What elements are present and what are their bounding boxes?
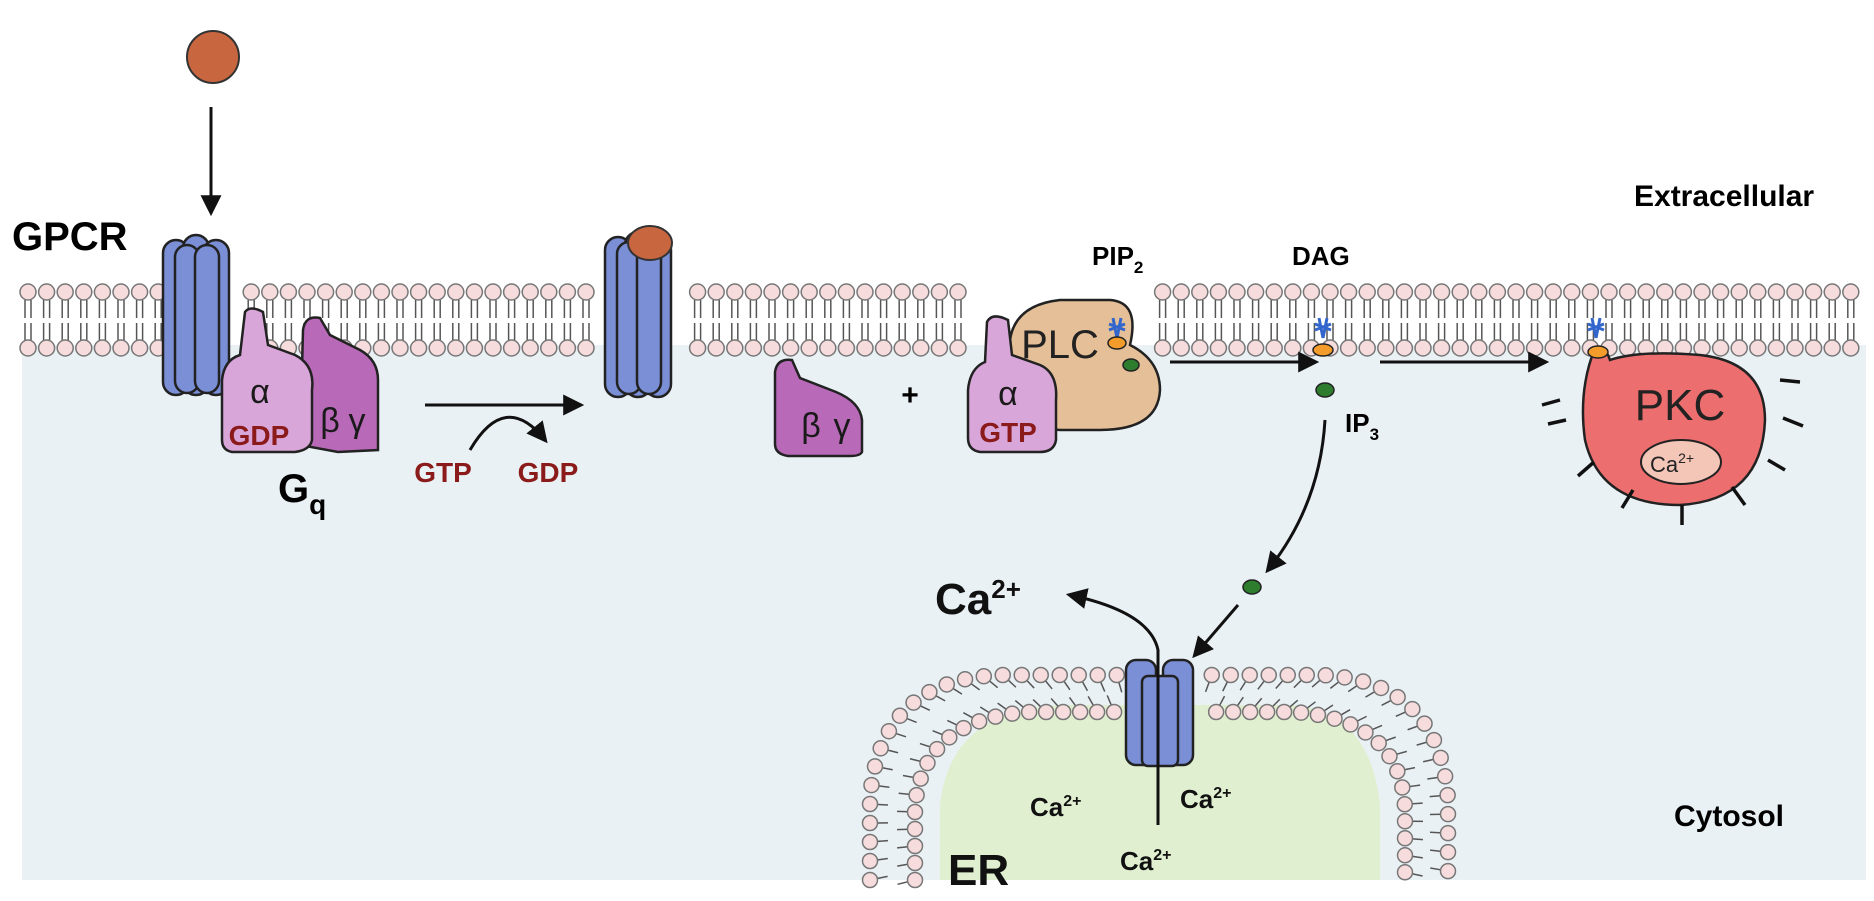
gq-bound-gdp-label: GDP	[229, 420, 290, 451]
pkc-dag-anchor	[1588, 318, 1608, 358]
alpha-bound-gtp-label: GTP	[979, 417, 1037, 448]
plc-label: PLC	[1021, 323, 1099, 367]
gq-beta-label: β	[320, 402, 340, 440]
dag-label: DAG	[1292, 241, 1350, 271]
ip3-molecule	[1316, 383, 1334, 397]
gpcr-label: GPCR	[12, 215, 128, 259]
free-gamma-label: γ	[834, 407, 851, 445]
cytosol-label: Cytosol	[1674, 800, 1784, 833]
plasma-membrane	[20, 284, 1859, 356]
gq-heterotrimer: α GDP β γ	[222, 309, 378, 453]
ligand	[187, 31, 239, 83]
plus-sign: +	[901, 379, 919, 412]
gpcr-receptor-inactive	[163, 235, 229, 395]
free-gdp-label: GDP	[518, 457, 579, 488]
alpha-gtp-alpha-label: α	[998, 375, 1018, 413]
bound-ligand	[628, 226, 672, 260]
er-label: ER	[948, 846, 1009, 895]
pip2-label: PIP2	[1092, 241, 1143, 277]
pkc-label: PKC	[1635, 381, 1725, 430]
extracellular-label: Extracellular	[1634, 180, 1814, 213]
ip3-molecule-diffusing	[1243, 580, 1261, 594]
gq-alpha-label: α	[250, 373, 270, 411]
gq-gamma-label: γ	[349, 402, 366, 440]
free-beta-label: β	[801, 407, 821, 445]
dag-lipid	[1313, 318, 1333, 356]
pkc-enzyme: PKC Ca2+	[1583, 348, 1765, 506]
free-gtp-label: GTP	[414, 457, 472, 488]
